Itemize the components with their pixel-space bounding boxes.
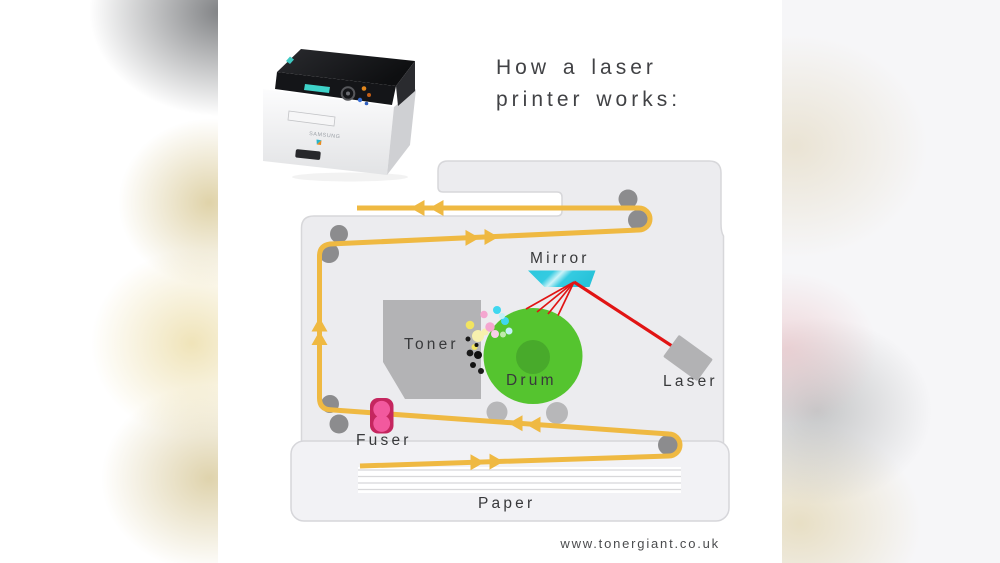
title-line-2: printer works: [496, 88, 682, 111]
control-dial-icon [340, 86, 356, 101]
paper-path [311, 200, 683, 471]
laser-unit-shape [663, 335, 713, 381]
control-dial-center [346, 91, 350, 96]
transfer-roller-icon [486, 401, 508, 423]
arrow-up-icon [311, 331, 328, 345]
output-tray-indent [287, 110, 336, 127]
printer-body-outline [300, 160, 725, 453]
rollers [319, 189, 678, 455]
panel-button-icon [364, 101, 369, 106]
roller-icon [618, 189, 638, 209]
arrow-right-icon [465, 229, 480, 246]
arrow-up-icon [311, 317, 328, 332]
scanner-lid-top [277, 49, 415, 86]
brand-logo-dot [316, 139, 322, 145]
label-paper: Paper [478, 495, 536, 512]
paper-stack [358, 467, 681, 493]
toner-hopper [383, 300, 481, 399]
arrow-left-icon [429, 200, 444, 216]
mirror-shape [528, 270, 596, 287]
label-drum: Drum [506, 372, 557, 389]
samsung-wing-logo-icon [286, 56, 294, 64]
arrow-right-icon [489, 453, 504, 470]
printer-brand-text: SAMSUNG [309, 131, 341, 140]
roller-icon [329, 414, 349, 434]
label-fuser: Fuser [356, 432, 412, 449]
label-mirror: Mirror [530, 250, 590, 267]
label-toner: Toner [404, 336, 459, 353]
brand-logo-dot [316, 140, 322, 145]
roller-icon [628, 210, 648, 230]
letterbox-blur-right [782, 0, 1000, 563]
toner-particles [465, 306, 513, 374]
paper-path-arrows [311, 200, 541, 471]
scanner-lid-side [396, 61, 415, 106]
arrow-left-icon [526, 416, 541, 433]
page-title: How a laser printer works: [496, 52, 681, 116]
arrow-left-icon [508, 415, 523, 432]
arrow-right-icon [470, 454, 485, 471]
roller-icon [330, 225, 348, 243]
drum-core-shape [516, 340, 550, 374]
panel-button-icon [361, 86, 367, 91]
control-panel-face [275, 72, 396, 105]
arrow-right-icon [484, 229, 499, 245]
lcd-screen [304, 84, 330, 93]
roller-icon [658, 435, 678, 455]
tray-handle-slot [295, 149, 321, 160]
panel-button-icon [357, 97, 363, 103]
letterbox-blur-left [0, 0, 218, 563]
website-url: www.tonergiant.co.uk [560, 536, 720, 551]
photo-shadow [292, 172, 408, 182]
title-line-1: How a laser [496, 56, 657, 79]
transfer-roller-icon [546, 402, 568, 424]
panel-button-icon [367, 93, 371, 97]
arrow-left-icon [410, 200, 425, 216]
laser-beams [525, 280, 673, 348]
fuser-unit [370, 398, 394, 434]
printer-photo: SAMSUNG [263, 49, 416, 182]
printer-body-side [387, 89, 416, 175]
label-laser: Laser [663, 373, 718, 390]
